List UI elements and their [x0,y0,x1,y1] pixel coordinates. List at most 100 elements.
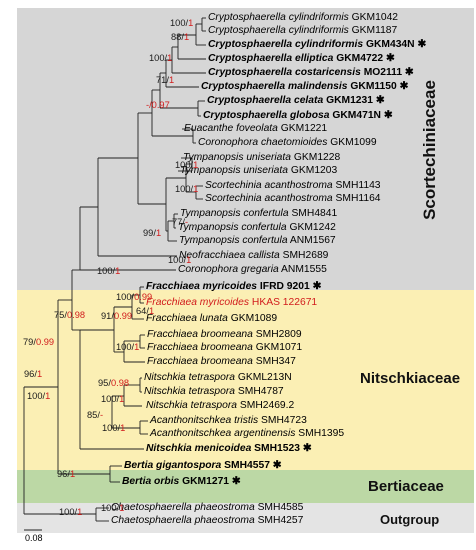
new-sequence-star-icon: ✱ [309,281,322,292]
taxon-label: Bertia orbis GKM1271 ✱ [122,476,241,488]
support-value: 100/1 [116,342,139,353]
support-value: 100/1 [168,255,191,266]
species-name: Neofracchiaea callista [179,250,280,261]
support-value: -/0.97 [146,100,170,111]
strain-code: SMH2469.2 [239,400,295,411]
bootstrap-value: 100/ [149,53,168,63]
new-sequence-star-icon: ✱ [414,39,427,50]
strain-code: SMH4257 [257,515,304,526]
species-name: Cryptosphaerella elliptica [208,53,334,64]
bootstrap-value: 88/ [171,32,184,42]
strain-code: HKAS 122671 [251,297,318,308]
strain-code: GKM1099 [330,137,377,148]
species-name: Tympanopsis uniseriata [180,165,288,176]
taxon-label: Tympanopsis uniseriata GKM1228 [183,152,340,164]
family-label-scortechiniaceae: Scortechiniaceae [420,80,439,220]
strain-code: GKM1203 [290,165,338,176]
support-value: 96/1 [57,469,75,480]
posterior-probability: 0.98 [66,310,86,320]
bootstrap-value: 95/ [98,378,111,388]
support-value: 100/1 [101,394,124,405]
strain-code: SMH4557 [224,460,270,471]
taxon-label: Fracchiaea broomeana SMH2809 [147,329,302,341]
new-sequence-star-icon: ✱ [229,476,241,487]
strain-code: GKM1242 [289,222,336,233]
taxon-label: Bertia gigantospora SMH4557 ✱ [124,460,281,472]
taxon-label: Nitschkia tetraspora GKML213N [144,372,292,384]
posterior-probability: 0.99 [113,311,133,321]
strain-code: GKML213N [237,372,292,383]
bootstrap-value: 100/ [101,394,120,404]
posterior-probability: 1 [120,423,126,433]
strain-code: GKM1150 [350,81,397,92]
bootstrap-value: 77/ [172,217,185,227]
support-value: 95/0.98 [98,378,129,389]
taxon-label: Scortechinia acanthostroma SMH1164 [205,193,381,205]
posterior-probability: 1 [115,266,121,276]
support-value: 100/1 [102,423,125,434]
bootstrap-value: 100/ [102,423,121,433]
taxon-label: Cryptosphaerella costaricensis MO2111 ✱ [208,67,414,79]
bootstrap-value: 100/ [101,503,120,513]
family-label-outgroup: Outgroup [380,512,440,527]
taxon-label: Fracchiaea lunata GKM1089 [146,313,277,325]
taxon-label: Fracchiaea broomeana SMH347 [147,356,296,368]
posterior-probability: 1 [186,255,192,265]
posterior-probability: 1 [119,394,125,404]
species-name: Tympanopsis uniseriata [183,152,291,163]
taxon-label: Chaetosphaerella phaeostroma SMH4257 [111,515,303,527]
taxon-label: Tympanopsis confertula SMH4841 [180,208,337,220]
family-label-bertiaceae: Bertiaceae [368,478,444,495]
taxon-label: Fracchiaea broomeana GKM1071 [147,342,302,354]
species-name: Nitschkia tetraspora [146,400,237,411]
taxon-label: Acanthonitschkea argentinensis SMH1395 [150,428,344,440]
bootstrap-value: 100/ [168,255,187,265]
taxon-label: Cryptosphaerella cylindriformis GKM1187 [208,25,397,37]
taxon-label: Coronophora chaetomioides GKM1099 [198,137,377,149]
posterior-probability: 1 [134,342,140,352]
taxon-label: Tympanopsis confertula GKM1242 [178,222,336,234]
support-value: 100/1 [175,184,198,195]
posterior-probability: - [99,410,104,420]
strain-code: SMH4787 [237,386,284,397]
species-name: Tympanopsis confertula [178,222,287,233]
support-value: 100/1 [59,507,82,518]
taxon-label: Cryptosphaerella cylindriformis GKM1042 [208,12,398,24]
strain-code: GKM1231 [326,95,373,106]
taxon-label: Chaetosphaerella phaeostroma SMH4585 [111,502,303,514]
support-value: 91/0.99 [101,311,132,322]
taxon-label: Nitschkia menicoidea SMH1523 ✱ [146,443,311,455]
scale-bar-label: 0.08 [25,533,43,543]
support-value: 75/0.98 [54,310,85,321]
strain-code: GKM1071 [255,342,303,353]
strain-code: GKM1271 [182,476,230,487]
band-bertiaceae [17,470,474,503]
new-sequence-star-icon: ✱ [380,110,393,121]
posterior-probability: 1 [119,503,125,513]
species-name: Cryptosphaerella globosa [203,110,330,121]
species-name: Nitschkia tetraspora [144,372,235,383]
taxon-label: Euacanthe foveolata GKM1221 [184,123,327,135]
strain-code: SMH347 [255,356,296,367]
strain-code: SMH4585 [257,502,304,513]
posterior-probability: - [184,217,189,227]
strain-code: SMH1395 [298,428,345,439]
strain-code: GKM1089 [230,313,278,324]
support-value: 85/- [87,410,103,421]
support-value: 100/1 [97,266,120,277]
taxon-label: Nitschkia tetraspora SMH4787 [144,386,284,398]
species-name: Scortechinia acanthostroma [205,180,333,191]
band-scortechiniaceae [17,8,474,290]
species-name: Scortechinia acanthostroma [205,193,333,204]
strain-code: SMH4723 [261,415,307,426]
species-name: Acanthonitschkea argentinensis [150,428,296,439]
posterior-probability: 1 [155,228,162,238]
family-label-nitschkiaceae: Nitschkiaceae [360,370,461,387]
support-value: 100/0.99 [116,292,152,303]
species-name: Cryptosphaerella celata [207,95,324,106]
species-name: Nitschkia menicoidea [146,443,252,454]
posterior-probability: 1 [167,53,173,63]
bootstrap-value: 100/ [27,391,46,401]
band-outgroup [17,503,474,533]
